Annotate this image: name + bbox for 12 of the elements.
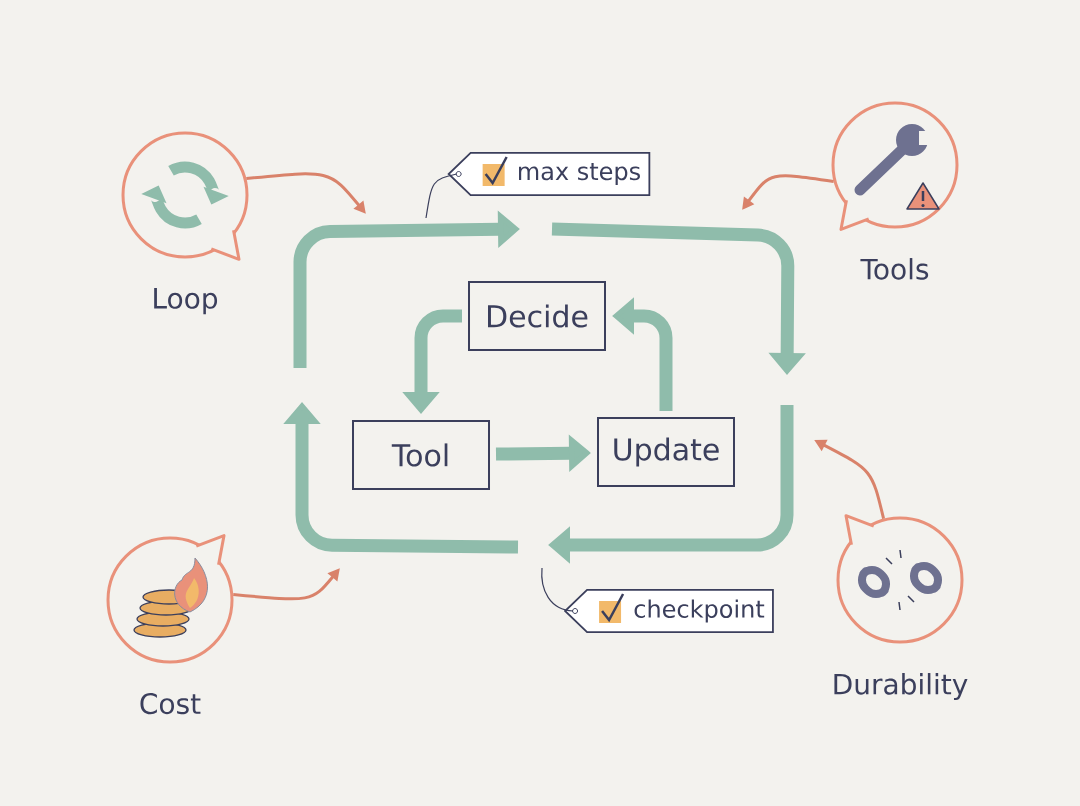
process-box: Decide: [468, 281, 606, 351]
process-box: Tool: [352, 420, 490, 490]
tag-string: [541, 567, 574, 612]
tag-string: [425, 173, 458, 219]
speech-bubble: Loop: [121, 131, 249, 315]
tag-label: max steps: [447, 151, 651, 197]
process-box: Update: [597, 417, 735, 487]
node-label: Loop: [154, 288, 218, 315]
speech-bubble: Durability: [834, 514, 968, 701]
node-label: Tools: [860, 258, 929, 280]
node-label: Durability: [834, 673, 968, 701]
node-label: Cost: [140, 693, 201, 715]
